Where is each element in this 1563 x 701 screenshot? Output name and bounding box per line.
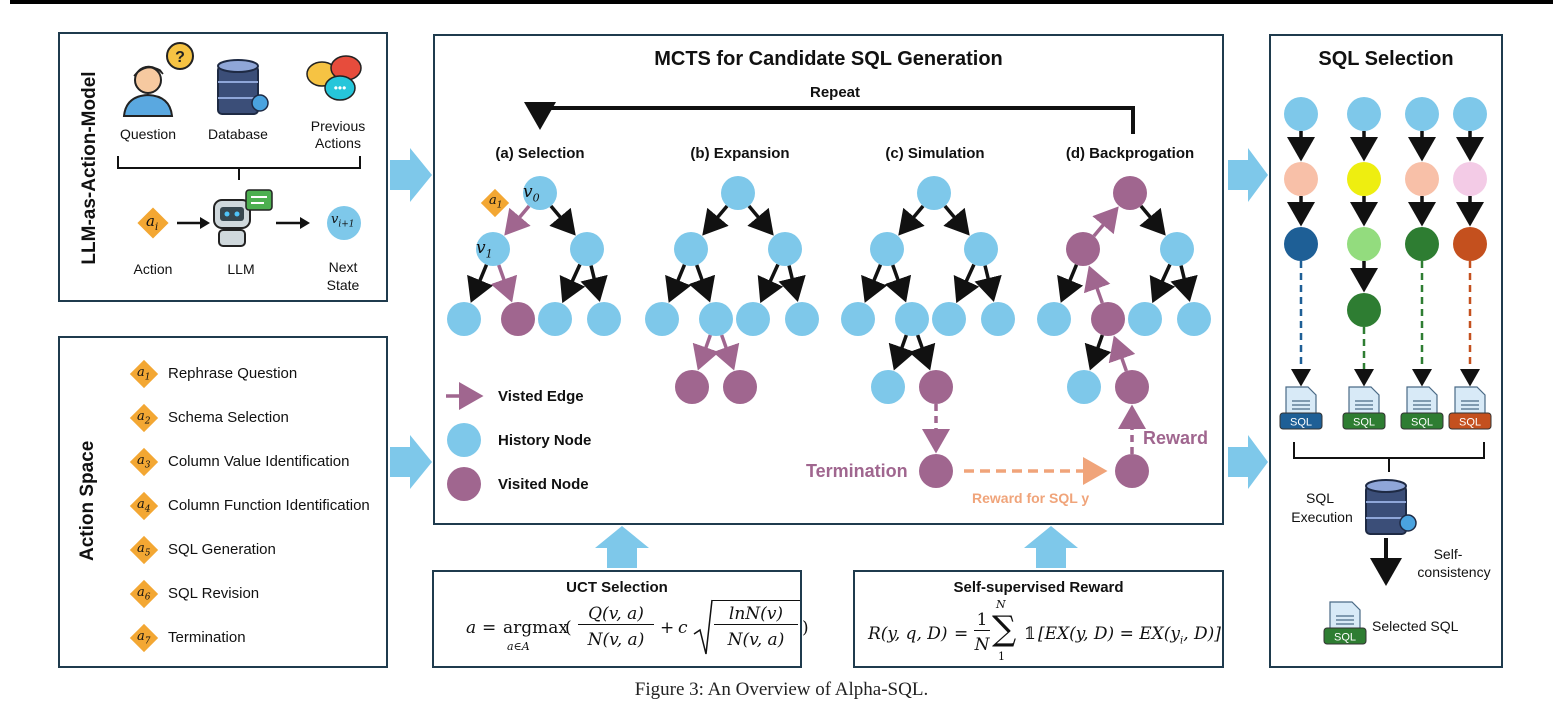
- repeat-label: Repeat: [809, 84, 861, 101]
- a1-symbol: a1: [489, 193, 503, 211]
- arrow-uct-up: [595, 526, 649, 568]
- action-symbol: a6: [137, 585, 151, 603]
- self-consistency-label-1: Self-: [1433, 546, 1463, 562]
- mcts-panel: [433, 34, 1224, 525]
- figure-caption: Figure 3: An Overview of Alpha-SQL.: [634, 679, 929, 700]
- action-space-panel: [58, 336, 388, 668]
- reward-for-sql-label: Reward for SQL y: [972, 490, 1090, 506]
- v1-symbol: v1: [476, 238, 493, 261]
- reward-label: Reward: [1143, 428, 1209, 448]
- next-state-label-2: State: [326, 277, 360, 293]
- llm-panel-side-title: LLM-as-Action-Model: [79, 71, 100, 265]
- next-state-label-1: Next: [328, 259, 358, 275]
- termination-label: Termination: [806, 461, 908, 481]
- sql-execution-label-2: Execution: [1291, 509, 1353, 525]
- arrow-mcts-to-selection-top: [1228, 148, 1268, 202]
- next-state-symbol: vi+1: [331, 212, 355, 230]
- action-item-label: SQL Revision: [168, 585, 260, 602]
- action-symbol: a4: [137, 497, 151, 515]
- action-label: Action: [133, 261, 173, 277]
- action-symbol: a2: [137, 409, 151, 427]
- sql-selection-title: SQL Selection: [1318, 48, 1454, 70]
- action-symbol: a5: [137, 541, 151, 559]
- action-item-label: Termination: [168, 629, 246, 646]
- llm-label: LLM: [227, 261, 255, 277]
- arrow-mcts-to-selection-bottom: [1228, 435, 1268, 489]
- sql-execution-label-1: SQL: [1305, 490, 1334, 506]
- arrow-reward-up: [1024, 526, 1078, 568]
- uct-selection-box: [432, 570, 802, 668]
- self-supervised-reward-box: [853, 570, 1224, 668]
- stage-simulation-title: (c) Simulation: [885, 145, 985, 162]
- action-item-label: Column Function Identification: [168, 497, 370, 514]
- legend-history-node-label: History Node: [498, 432, 592, 449]
- previous-actions-label-1: Previous: [310, 118, 366, 134]
- action-item-label: SQL Generation: [168, 541, 276, 558]
- question-label: Question: [119, 126, 177, 142]
- reward-box-title: Self-supervised Reward: [953, 579, 1124, 596]
- stage-expansion-title: (b) Expansion: [690, 145, 790, 162]
- action-symbol: a3: [137, 453, 151, 471]
- arrow-actions-to-mcts: [390, 435, 432, 489]
- legend-visited-edge-label: Visted Edge: [498, 388, 584, 405]
- action-item-label: Column Value Identification: [168, 453, 350, 470]
- action-symbol: a7: [137, 629, 151, 647]
- action-symbol: ai: [146, 212, 159, 233]
- top-rule: [10, 0, 1553, 4]
- uct-title: UCT Selection: [566, 579, 668, 596]
- self-consistency-label-2: consistency: [1417, 564, 1491, 580]
- action-item-label: Schema Selection: [168, 409, 289, 426]
- stage-backprop-title: (d) Backprogation: [1065, 145, 1195, 162]
- action-symbol: a1: [137, 365, 151, 383]
- v0-symbol: v0: [523, 182, 540, 205]
- stage-selection-title: (a) Selection: [495, 145, 585, 162]
- arrow-llm-to-mcts: [390, 148, 432, 202]
- database-label: Database: [208, 126, 268, 142]
- selected-sql-label: Selected SQL: [1372, 618, 1459, 634]
- action-item-label: Rephrase Question: [168, 365, 298, 382]
- previous-actions-label-2: Actions: [315, 135, 361, 151]
- action-space-side-title: Action Space: [77, 440, 98, 561]
- legend-visited-node-label: Visited Node: [498, 476, 589, 493]
- mcts-title: MCTS for Candidate SQL Generation: [654, 48, 1003, 70]
